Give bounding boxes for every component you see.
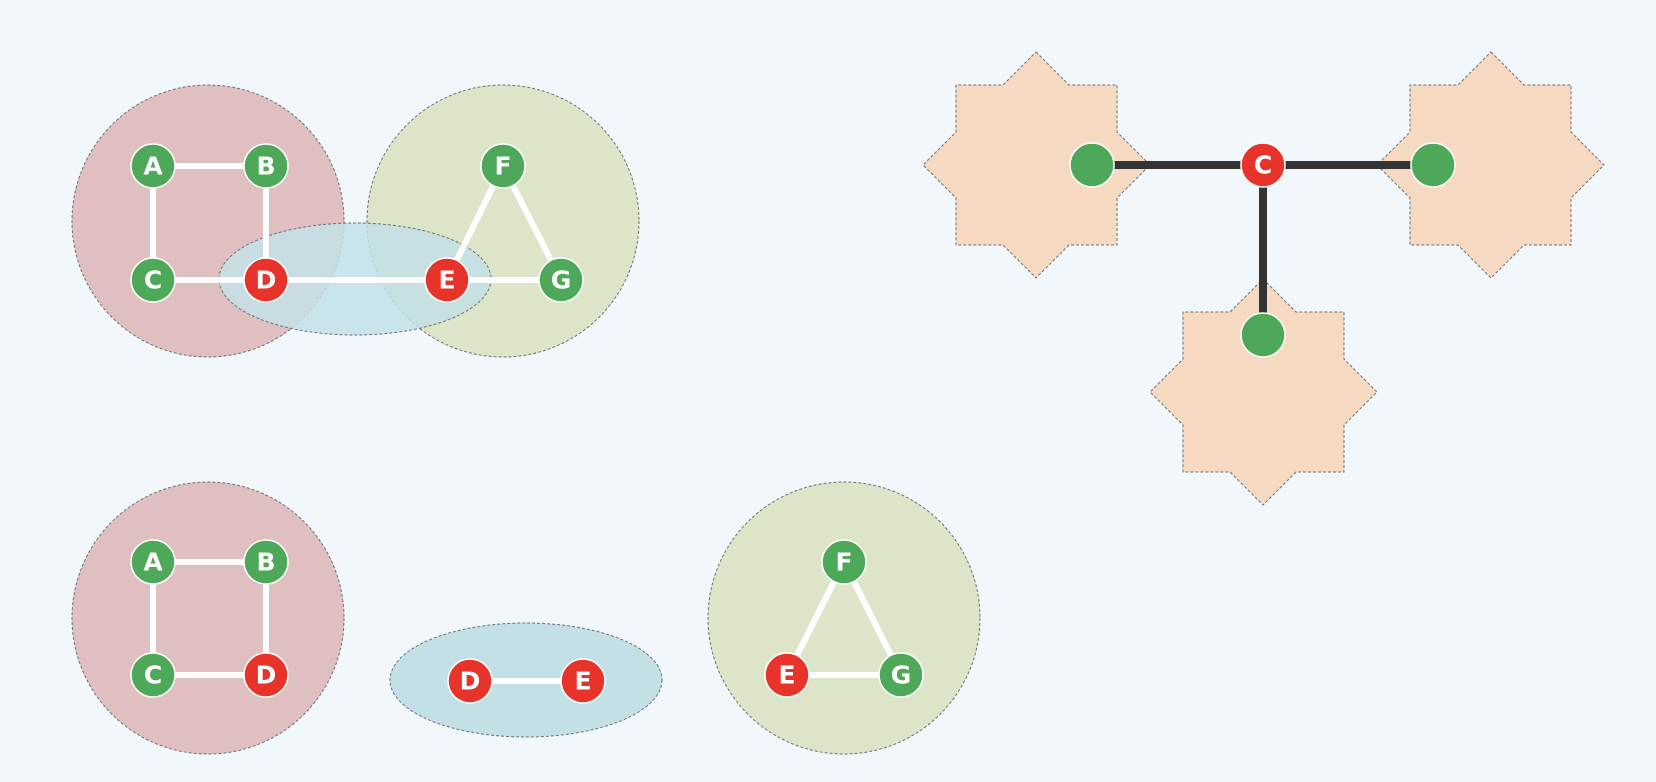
node-label: D [460, 667, 481, 696]
node-circle [130, 257, 176, 303]
node-circle [243, 539, 289, 585]
node-b[interactable]: B [243, 539, 289, 585]
node-circle [560, 658, 606, 704]
node-circle [243, 652, 289, 698]
node-label: E [778, 661, 795, 690]
node-label: A [143, 548, 163, 577]
node-e[interactable]: E [764, 652, 810, 698]
node-label: D [256, 661, 277, 690]
node-circle [1240, 142, 1286, 188]
triangle-region [707, 481, 981, 755]
node-label: A [143, 152, 163, 181]
star-region-left [922, 51, 1151, 279]
node-c[interactable]: C [130, 652, 176, 698]
node-c[interactable]: C [130, 257, 176, 303]
node-circle [130, 539, 176, 585]
node-label: G [551, 266, 572, 295]
node-label: D [256, 266, 277, 295]
node-label: B [256, 548, 275, 577]
node-f[interactable]: F [480, 143, 526, 189]
leaf-node-left[interactable] [1069, 142, 1115, 188]
bottom-diagram: A B C D D E F E [71, 481, 981, 755]
top-left-diagram: A B C D E F G [71, 84, 640, 358]
node-c-center[interactable]: C [1240, 142, 1286, 188]
node-g[interactable]: G [878, 652, 924, 698]
star-region-right [1376, 51, 1605, 279]
node-circle [538, 257, 584, 303]
node-circle [878, 652, 924, 698]
node-circle [764, 652, 810, 698]
node-e-bridge[interactable]: E [560, 658, 606, 704]
node-label: C [144, 266, 162, 295]
node-circle [424, 257, 470, 303]
node-f[interactable]: F [821, 539, 867, 585]
node-b[interactable]: B [243, 143, 289, 189]
node-label: F [835, 548, 852, 577]
node-label: C [1254, 151, 1272, 180]
node-circle [243, 143, 289, 189]
star-region-bottom [1149, 278, 1378, 506]
node-d-bridge[interactable]: D [447, 658, 493, 704]
node-g[interactable]: G [538, 257, 584, 303]
node-label: F [494, 152, 511, 181]
node-a[interactable]: A [130, 143, 176, 189]
leaf-node-bottom[interactable] [1240, 312, 1286, 358]
node-circle [480, 143, 526, 189]
node-label: E [574, 667, 591, 696]
node-circle [130, 143, 176, 189]
node-e[interactable]: E [424, 257, 470, 303]
node-circle [447, 658, 493, 704]
node-label: G [891, 661, 912, 690]
node-circle [130, 652, 176, 698]
node-label: C [144, 661, 162, 690]
node-label: E [438, 266, 455, 295]
top-right-edges [1092, 161, 1433, 335]
node-circle [243, 257, 289, 303]
square-region [71, 481, 345, 755]
node-d[interactable]: D [243, 652, 289, 698]
leaf-node-right[interactable] [1410, 142, 1456, 188]
node-circle [821, 539, 867, 585]
node-label: B [256, 152, 275, 181]
node-d[interactable]: D [243, 257, 289, 303]
node-a[interactable]: A [130, 539, 176, 585]
top-right-diagram: C [922, 51, 1605, 506]
